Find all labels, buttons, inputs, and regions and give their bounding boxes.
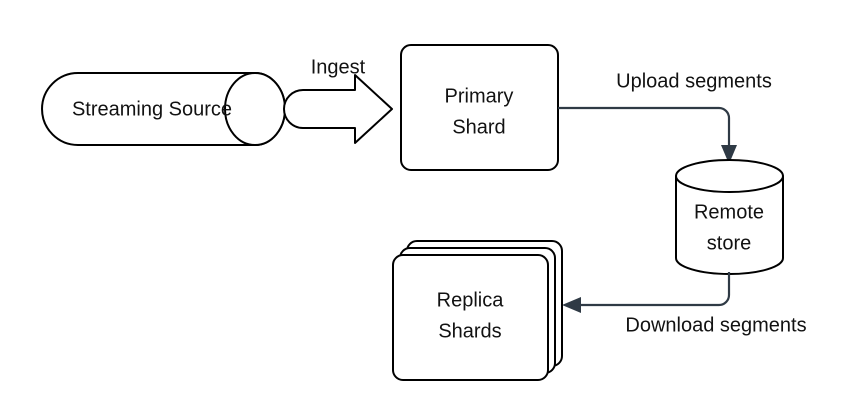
remote-store-body xyxy=(675,159,784,275)
edge-download-segments[interactable]: Download segments xyxy=(562,272,807,336)
node-replica-shards[interactable]: Replica Shards xyxy=(392,240,563,381)
replica-shards-box-front xyxy=(392,254,549,381)
download-segments-label: Download segments xyxy=(625,314,806,336)
streaming-source-end-cap xyxy=(224,72,286,146)
streaming-source-label: Streaming Source xyxy=(72,98,232,120)
download-arrowhead-icon xyxy=(562,297,581,313)
node-streaming-source[interactable]: Streaming Source xyxy=(41,72,286,146)
edge-upload-segments[interactable]: Upload segments xyxy=(558,70,772,164)
upload-arrowhead-icon xyxy=(721,145,737,164)
replica-shards-label-line1: Replica xyxy=(437,289,505,311)
remote-store-label-line2: store xyxy=(707,232,751,254)
node-primary-shard[interactable]: Primary Shard xyxy=(400,44,559,171)
replica-shards-label-line2: Shards xyxy=(438,320,501,342)
edge-ingest[interactable]: Ingest xyxy=(283,56,393,144)
primary-shard-label-line2: Shard xyxy=(452,116,505,138)
remote-store-top-ellipse xyxy=(675,175,784,193)
primary-shard-label-line1: Primary xyxy=(445,85,514,107)
download-connector-path xyxy=(574,272,731,307)
primary-shard-box xyxy=(400,44,559,171)
ingest-label: Ingest xyxy=(311,56,366,78)
node-remote-store[interactable]: Remote store xyxy=(675,159,784,275)
upload-segments-label: Upload segments xyxy=(616,70,772,92)
remote-store-label-line1: Remote xyxy=(694,201,764,223)
upload-connector-path xyxy=(558,106,731,152)
ingest-block-arrow-icon xyxy=(283,74,393,144)
